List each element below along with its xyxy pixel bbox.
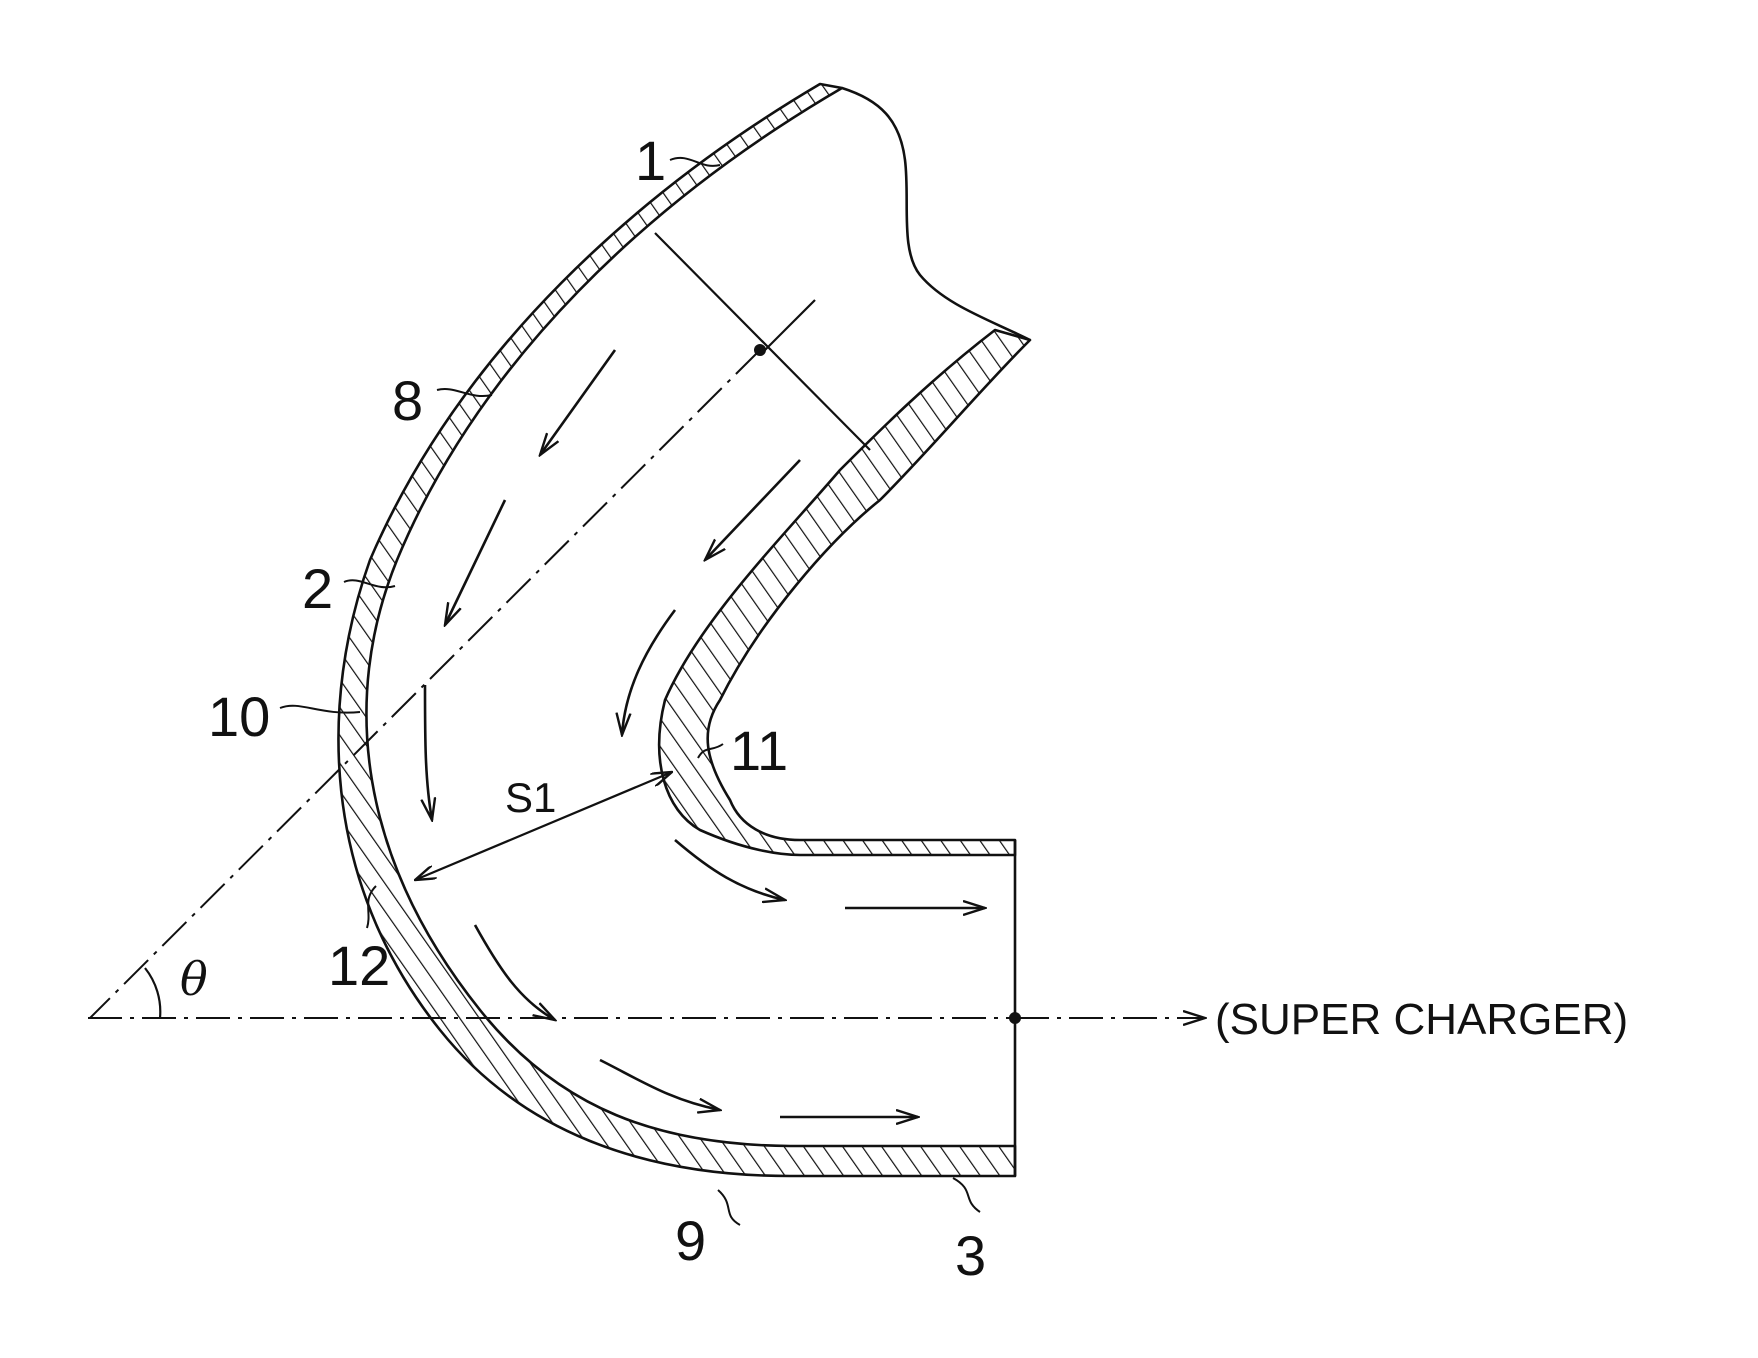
outer-wall (338, 84, 1015, 1176)
inlet-centerline (90, 350, 760, 1018)
section-line-2 (760, 300, 815, 355)
label-12: 12 (328, 934, 390, 997)
label-8: 8 (392, 369, 423, 432)
angle-arc (145, 968, 160, 1018)
label-10: 10 (208, 685, 270, 748)
label-s1: S1 (505, 774, 556, 821)
leader-9 (718, 1190, 740, 1225)
label-9: 9 (675, 1209, 706, 1272)
label-3: 3 (955, 1224, 986, 1287)
flow-arrow (600, 1060, 720, 1110)
flow-arrow (475, 925, 555, 1020)
flow-arrow (540, 350, 615, 455)
label-2: 2 (302, 557, 333, 620)
leader-3 (953, 1178, 980, 1212)
label-1: 1 (635, 129, 666, 192)
inner-wall (659, 330, 1030, 855)
outlet-center-point (1009, 1012, 1021, 1024)
destination-label: (SUPER CHARGER) (1215, 995, 1628, 1044)
flow-arrow (425, 685, 432, 820)
flow-arrow (445, 500, 505, 625)
label-11: 11 (730, 719, 788, 782)
section-line-1 (655, 233, 870, 450)
inlet-opening-edge (842, 88, 1030, 340)
label-theta: θ (180, 952, 208, 1006)
